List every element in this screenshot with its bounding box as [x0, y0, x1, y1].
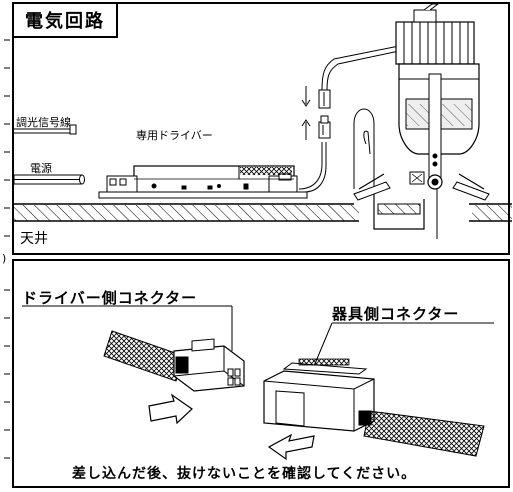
fixture-side-connector-label: 器具側コネクター: [332, 305, 460, 323]
connector-arrow-down: [301, 86, 311, 107]
dimming-signal-label: 調光信号線: [16, 116, 71, 129]
cable-hatched: [103, 330, 185, 382]
fixture-lamp: [353, 3, 490, 239]
connector-arrow-up: [301, 119, 311, 140]
left-margin-tick-marks: ): [2, 39, 10, 459]
ceiling-label: 天井: [20, 231, 48, 247]
mounting-spring: [353, 108, 375, 189]
driver-output-cable: [298, 142, 327, 193]
connector-illustration: [22, 305, 494, 461]
fixture-cable-hatched: [363, 410, 485, 457]
insert-arrow-right: [148, 393, 193, 425]
driver-box: [98, 165, 308, 199]
power-cable: [13, 174, 85, 185]
circuit-illustration: [13, 3, 512, 239]
driver-side-connector-plug: [173, 338, 245, 392]
dedicated-driver-label: 専用ドライバー: [136, 129, 213, 142]
insert-arrow-left: [267, 433, 315, 461]
ceiling-band: [14, 203, 512, 222]
driver-side-connector-label: ドライバー側コネクター: [22, 289, 198, 307]
fixture-connector: [318, 45, 400, 109]
instruction-text: 差し込んだ後、抜けないことを確認してください。: [72, 466, 417, 482]
power-label: 電源: [30, 162, 52, 175]
dimming-signal-cable: [14, 124, 77, 135]
driver-connector: [318, 115, 331, 139]
fixture-side-connector-socket: [263, 358, 375, 432]
connector-panel: ドライバー側コネクター 器具側コネクター: [12, 259, 510, 488]
svg-text:): ): [2, 252, 6, 265]
electric-circuit-panel: 電気回路: [12, 2, 512, 255]
panel-title: 電気回路: [14, 4, 118, 38]
